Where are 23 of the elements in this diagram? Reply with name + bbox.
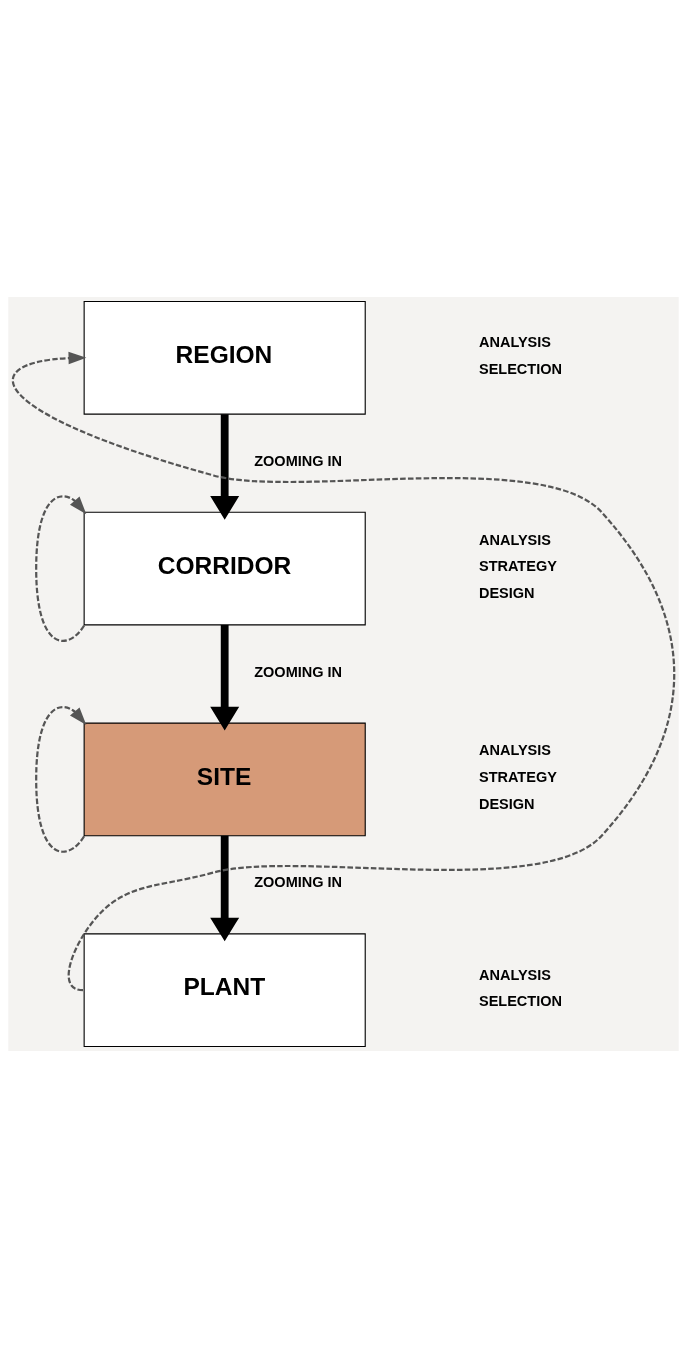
node-label: DESIGN (478, 584, 535, 601)
arrow (12, 351, 675, 991)
arrow (210, 413, 240, 520)
arrow (35, 705, 87, 853)
edge-label: ZOOMING IN (254, 452, 343, 469)
node-label: DESIGN (478, 795, 535, 812)
node-label: STRATEGY (478, 557, 557, 574)
node-label: SELECTION (478, 360, 562, 377)
node-label: SELECTION (478, 992, 562, 1009)
edge-label: ZOOMING IN (254, 663, 343, 680)
node-box: PLANT (83, 932, 366, 1047)
arrow (210, 835, 240, 941)
node-box: CORRIDOR (83, 511, 366, 625)
node-label: ANALYSIS (478, 966, 551, 982)
node-label: ANALYSIS (478, 531, 551, 547)
arrow (210, 624, 240, 730)
node-label: STRATEGY (478, 768, 557, 785)
node-label: ANALYSIS (478, 741, 551, 758)
edge-label: ZOOMING IN (254, 873, 343, 890)
node-box: SITE (83, 722, 366, 836)
node-box: REGION (83, 300, 366, 415)
arrow (35, 494, 87, 642)
node-label: ANALYSIS (478, 333, 551, 350)
